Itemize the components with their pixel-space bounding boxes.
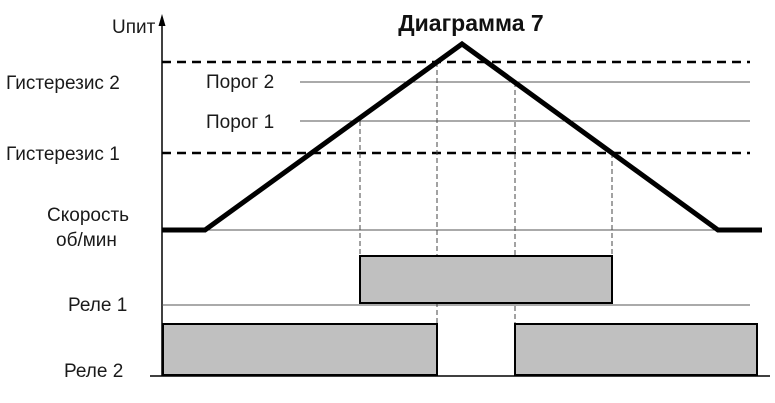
relay-1-on-bar bbox=[359, 255, 613, 304]
hysteresis-2-label: Гистерезис 2 bbox=[6, 73, 120, 94]
supply-voltage-curve bbox=[162, 40, 762, 233]
relay-2-label: Реле 2 bbox=[64, 361, 123, 382]
relay-2-on-bar-right bbox=[514, 323, 758, 376]
relay-2-on-bar-left bbox=[162, 323, 438, 376]
diagram-title: Диаграмма 7 bbox=[398, 10, 543, 36]
relay-1-label: Реле 1 bbox=[68, 295, 127, 316]
speed-label-line1: Скорость bbox=[47, 205, 129, 226]
threshold-1-label: Порог 1 bbox=[206, 112, 274, 133]
hysteresis-1-label: Гистерезис 1 bbox=[6, 144, 120, 165]
y-axis-arrow bbox=[158, 14, 166, 26]
y-axis-label: Uпит bbox=[112, 17, 156, 38]
threshold-2-label: Порог 2 bbox=[206, 72, 274, 93]
speed-label-line2: об/мин bbox=[56, 230, 117, 251]
